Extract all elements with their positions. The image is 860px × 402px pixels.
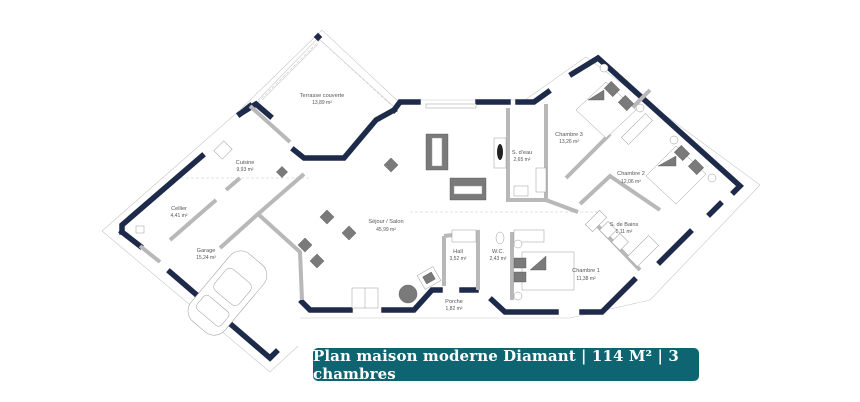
room-area-chambre-2: 12,06 m² [621,179,641,185]
room-area-chambre-3: 13,26 m² [559,139,579,145]
room-area-wc: 2,43 m² [490,256,507,262]
bed-chambre-2 [645,145,707,205]
room-label-hall: Hall [453,249,463,255]
car-icon [187,250,268,336]
room-label-sdb: S. de Bains [610,222,639,228]
room-area-sejour: 45,99 m² [376,227,396,233]
room-label-wc: W.C. [492,249,505,255]
title-text: Plan maison moderne Diamant | 114 M² | 3… [313,346,679,383]
room-area-chambre-1: 11,38 m² [576,276,596,282]
room-label-sdeau: S. d'eau [512,150,532,156]
title-banner: Plan maison moderne Diamant | 114 M² | 3… [313,346,699,383]
room-label-chambre-1: Chambre 1 [572,268,600,274]
exterior-walls [118,54,744,362]
room-label-chambre-3: Chambre 3 [555,132,583,138]
bed-chambre-3 [575,81,637,139]
room-label-sejour: Séjour / Salon [368,219,403,225]
room-label-chambre-2: Chambre 2 [617,171,645,177]
terrace-outline [257,32,394,107]
room-area-garage: 15,24 m² [196,255,216,261]
room-area-sdb: 5,11 m² [616,229,633,235]
room-area-sdeau: 2,65 m² [514,157,531,163]
round-table [398,284,418,304]
room-area-cuisine: 9,93 m² [237,167,254,173]
furniture [135,63,717,336]
bed-chambre-1 [521,251,575,291]
room-label-porche: Porche [445,299,463,305]
room-labels: Terrasse couverte 13,89 m² Cuisine 9,93 … [171,93,645,312]
room-label-cellier: Cellier [171,206,187,212]
room-area-terrasse: 13,89 m² [312,100,332,106]
room-area-porche: 1,82 m² [446,306,463,312]
room-area-hall: 3,52 m² [450,256,467,262]
room-label-cuisine: Cuisine [236,160,255,166]
room-area-cellier: 4,41 m² [171,213,188,219]
room-label-garage: Garage [197,248,216,254]
room-label-terrasse: Terrasse couverte [300,93,344,99]
